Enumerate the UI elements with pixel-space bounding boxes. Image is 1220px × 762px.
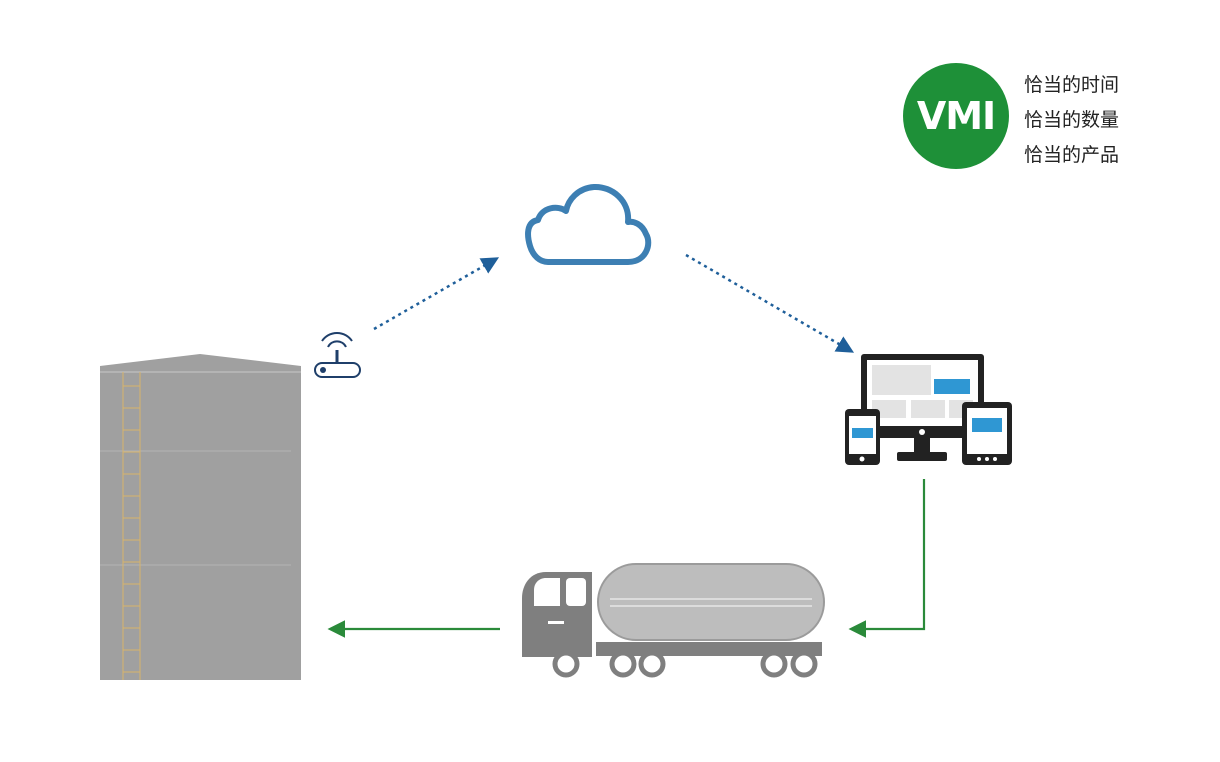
storage-tank-icon <box>100 354 301 680</box>
vmi-tagline-quantity: 恰当的数量 <box>1024 109 1120 131</box>
tanker-truck-icon <box>522 563 825 678</box>
arrow-router-to-cloud <box>373 257 500 331</box>
vmi-badge-label: VMI <box>916 94 996 138</box>
cloud-icon <box>525 184 652 265</box>
vmi-tagline-list: 恰当的时间 恰当的数量 恰当的产品 <box>1024 68 1119 173</box>
vmi-tagline-product: 恰当的产品 <box>1024 144 1120 166</box>
monitor-devices-icon <box>845 354 1012 465</box>
vmi-badge: VMI <box>903 63 1009 169</box>
wireless-router-icon <box>314 332 361 378</box>
vmi-tagline-time: 恰当的时间 <box>1024 74 1120 96</box>
arrow-cloud-to-devices <box>685 253 855 353</box>
arrow-devices-to-truck <box>848 479 926 638</box>
